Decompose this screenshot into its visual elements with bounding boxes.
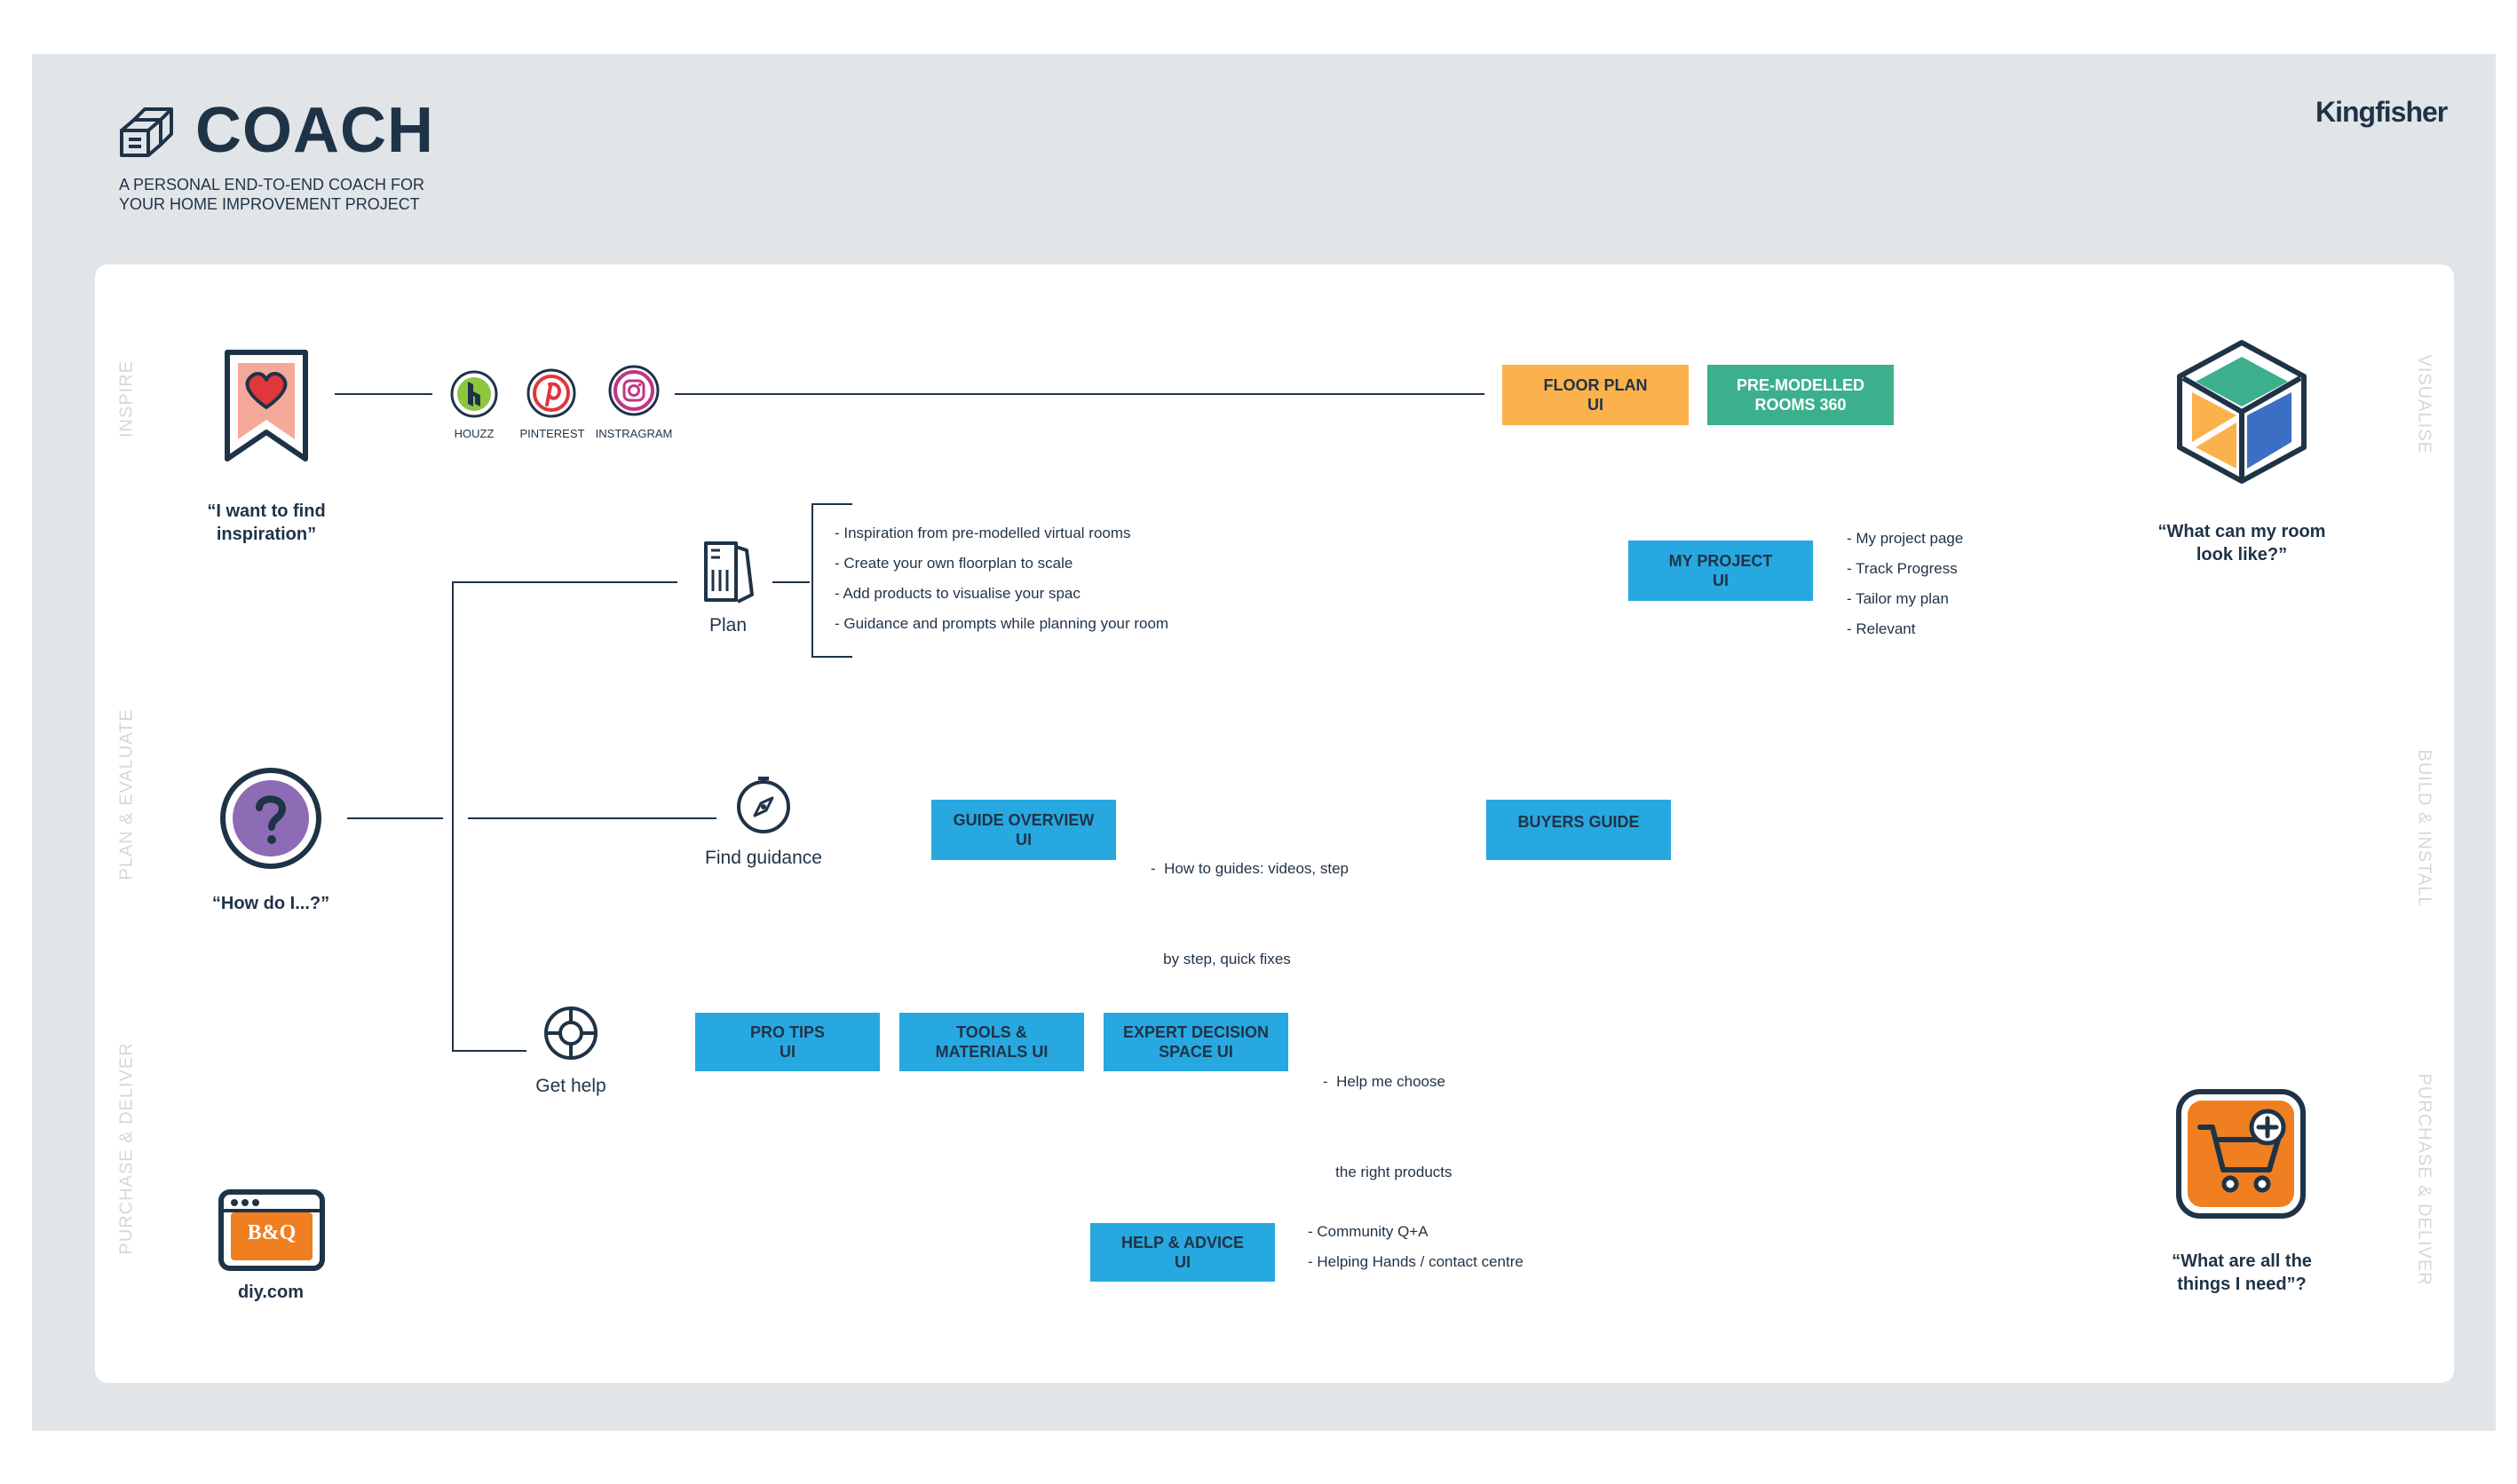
plan-document-icon bbox=[700, 538, 757, 609]
instagram-label: INSTRAGRAM bbox=[595, 427, 673, 440]
page-subtitle-line2: YOUR HOME IMPROVEMENT PROJECT bbox=[119, 195, 420, 213]
floor-plan-ui-box[interactable]: FLOOR PLAN UI bbox=[1502, 365, 1689, 425]
expert-bullet-2: the right products bbox=[1323, 1164, 1452, 1180]
help-advice-ui-box[interactable]: HELP & ADVICE UI bbox=[1090, 1223, 1275, 1282]
kingfisher-logo: Kingfisher bbox=[2315, 96, 2448, 128]
connector-plan-to-list bbox=[772, 581, 810, 583]
guidance-bullet-1: - How to guides: videos, step bbox=[1151, 860, 1350, 877]
connector-inspire-1 bbox=[335, 393, 432, 395]
room-cube-icon bbox=[2174, 337, 2309, 486]
expert-line2: SPACE UI bbox=[1159, 1043, 1233, 1061]
connector-to-guidance bbox=[468, 817, 716, 819]
tools-line1: TOOLS & bbox=[956, 1023, 1027, 1041]
my-project-bullets: - My project page - Track Progress - Tai… bbox=[1847, 524, 1963, 644]
pre-modelled-line2: ROOMS 360 bbox=[1754, 396, 1847, 414]
my-project-line2: UI bbox=[1712, 572, 1729, 589]
buyers-guide-box[interactable]: BUYERS GUIDE bbox=[1486, 800, 1671, 860]
tools-line2: MATERIALS UI bbox=[935, 1043, 1049, 1061]
bq-logo-text: B&Q bbox=[247, 1221, 297, 1244]
heart-bookmark-icon bbox=[222, 349, 311, 464]
compass-icon bbox=[732, 773, 795, 835]
pre-modelled-line1: PRE-MODELLED bbox=[1737, 376, 1864, 394]
guide-overview-line2: UI bbox=[1015, 831, 1032, 849]
expert-bullets: - Help me choose the right products bbox=[1323, 1006, 1452, 1218]
my-project-bullet-2: - Track Progress bbox=[1847, 560, 1958, 577]
diy-com-label: diy.com bbox=[237, 1283, 305, 1302]
diagram-card bbox=[95, 264, 2454, 1383]
connector-question bbox=[347, 817, 443, 819]
quote-things-line1: “What are all the bbox=[2172, 1251, 2312, 1271]
houzz-icon[interactable] bbox=[449, 369, 499, 419]
plan-label: Plan bbox=[708, 615, 748, 635]
plan-list-bracket bbox=[811, 503, 813, 658]
tools-materials-ui-box[interactable]: TOOLS & MATERIALS UI bbox=[899, 1013, 1084, 1071]
side-label-inspire: INSPIRE bbox=[116, 359, 137, 438]
side-label-purchase-deliver-right: PURCHASE & DELIVER bbox=[2414, 1073, 2434, 1286]
expert-bullet-1: - Help me choose bbox=[1323, 1073, 1445, 1090]
my-project-ui-box[interactable]: MY PROJECT UI bbox=[1628, 541, 1813, 601]
quote-room-line1: “What can my room bbox=[2157, 522, 2326, 541]
plan-bullet-4: - Guidance and prompts while planning yo… bbox=[835, 615, 1169, 632]
connector-inspire-2 bbox=[675, 393, 1484, 395]
instagram-icon[interactable] bbox=[607, 364, 661, 417]
help-advice-line2: UI bbox=[1175, 1253, 1191, 1271]
pro-tips-ui-box[interactable]: PRO TIPS UI bbox=[695, 1013, 880, 1071]
houzz-label: HOUZZ bbox=[454, 427, 495, 440]
quote-room-line2: look like?” bbox=[2196, 545, 2288, 564]
connector-to-plan bbox=[452, 581, 677, 583]
help-advice-bullets: - Community Q+A - Helping Hands / contac… bbox=[1308, 1217, 1524, 1277]
pinterest-icon[interactable] bbox=[526, 367, 577, 419]
plan-bullet-3: - Add products to visualise your spac bbox=[835, 585, 1080, 602]
bq-browser-icon[interactable]: B&Q bbox=[218, 1189, 325, 1271]
plan-list-bracket-bottom bbox=[811, 656, 852, 658]
my-project-bullet-1: - My project page bbox=[1847, 530, 1964, 547]
quote-things-line2: things I need”? bbox=[2177, 1275, 2307, 1294]
side-label-plan-evaluate: PLAN & EVALUATE bbox=[116, 708, 137, 880]
find-guidance-label: Find guidance bbox=[705, 848, 822, 868]
my-project-line1: MY PROJECT bbox=[1668, 552, 1773, 570]
pro-tips-line1: PRO TIPS bbox=[749, 1023, 825, 1041]
pre-modelled-rooms-box[interactable]: PRE-MODELLED ROOMS 360 bbox=[1707, 365, 1894, 425]
help-advice-bullet-2: - Helping Hands / contact centre bbox=[1308, 1253, 1524, 1270]
guidance-bullet-2: by step, quick fixes bbox=[1151, 951, 1291, 967]
guidance-bullets: - How to guides: videos, step by step, q… bbox=[1151, 793, 1349, 1005]
expert-decision-space-box[interactable]: EXPERT DECISION SPACE UI bbox=[1104, 1013, 1288, 1071]
plan-bullet-2: - Create your own floorplan to scale bbox=[835, 555, 1073, 572]
my-project-bullet-3: - Tailor my plan bbox=[1847, 590, 1949, 607]
help-advice-line1: HELP & ADVICE bbox=[1120, 1234, 1245, 1251]
plan-bullets: - Inspiration from pre-modelled virtual … bbox=[835, 518, 1168, 639]
pro-tips-line2: UI bbox=[779, 1043, 795, 1061]
expert-line1: EXPERT DECISION bbox=[1122, 1023, 1270, 1041]
floor-plan-line2: UI bbox=[1587, 396, 1603, 414]
guide-overview-ui-box[interactable]: GUIDE OVERVIEW UI bbox=[931, 800, 1116, 860]
connector-to-help bbox=[452, 1050, 526, 1052]
connector-tree-trunk bbox=[452, 581, 454, 1052]
quote-how-do-i: “How do I...?” bbox=[211, 894, 330, 913]
question-mark-icon bbox=[219, 767, 322, 870]
pinterest-label: PINTEREST bbox=[519, 427, 585, 440]
side-label-visualise: VISUALISE bbox=[2414, 354, 2434, 454]
buyers-guide-label: BUYERS GUIDE bbox=[1517, 813, 1640, 831]
plan-list-bracket-top bbox=[811, 503, 852, 505]
page-subtitle-line1: A PERSONAL END-TO-END COACH FOR bbox=[119, 176, 425, 193]
page-title: COACH bbox=[195, 95, 434, 166]
side-label-purchase-deliver: PURCHASE & DELIVER bbox=[116, 1042, 137, 1255]
lifebuoy-icon bbox=[542, 1005, 599, 1062]
my-project-bullet-4: - Relevant bbox=[1847, 620, 1916, 637]
guide-overview-line1: GUIDE OVERVIEW bbox=[953, 811, 1095, 829]
side-label-build-install: BUILD & INSTALL bbox=[2414, 749, 2434, 908]
floor-plan-line1: FLOOR PLAN bbox=[1543, 376, 1648, 394]
plan-bullet-1: - Inspiration from pre-modelled virtual … bbox=[835, 525, 1131, 541]
quote-inspiration-line2: inspiration” bbox=[216, 525, 317, 544]
help-advice-bullet-1: - Community Q+A bbox=[1308, 1223, 1429, 1240]
get-help-label: Get help bbox=[535, 1076, 606, 1096]
shopping-cart-icon bbox=[2175, 1088, 2307, 1220]
quote-inspiration-line1: “I want to find bbox=[207, 501, 326, 521]
coach-logo-icon bbox=[118, 104, 177, 159]
